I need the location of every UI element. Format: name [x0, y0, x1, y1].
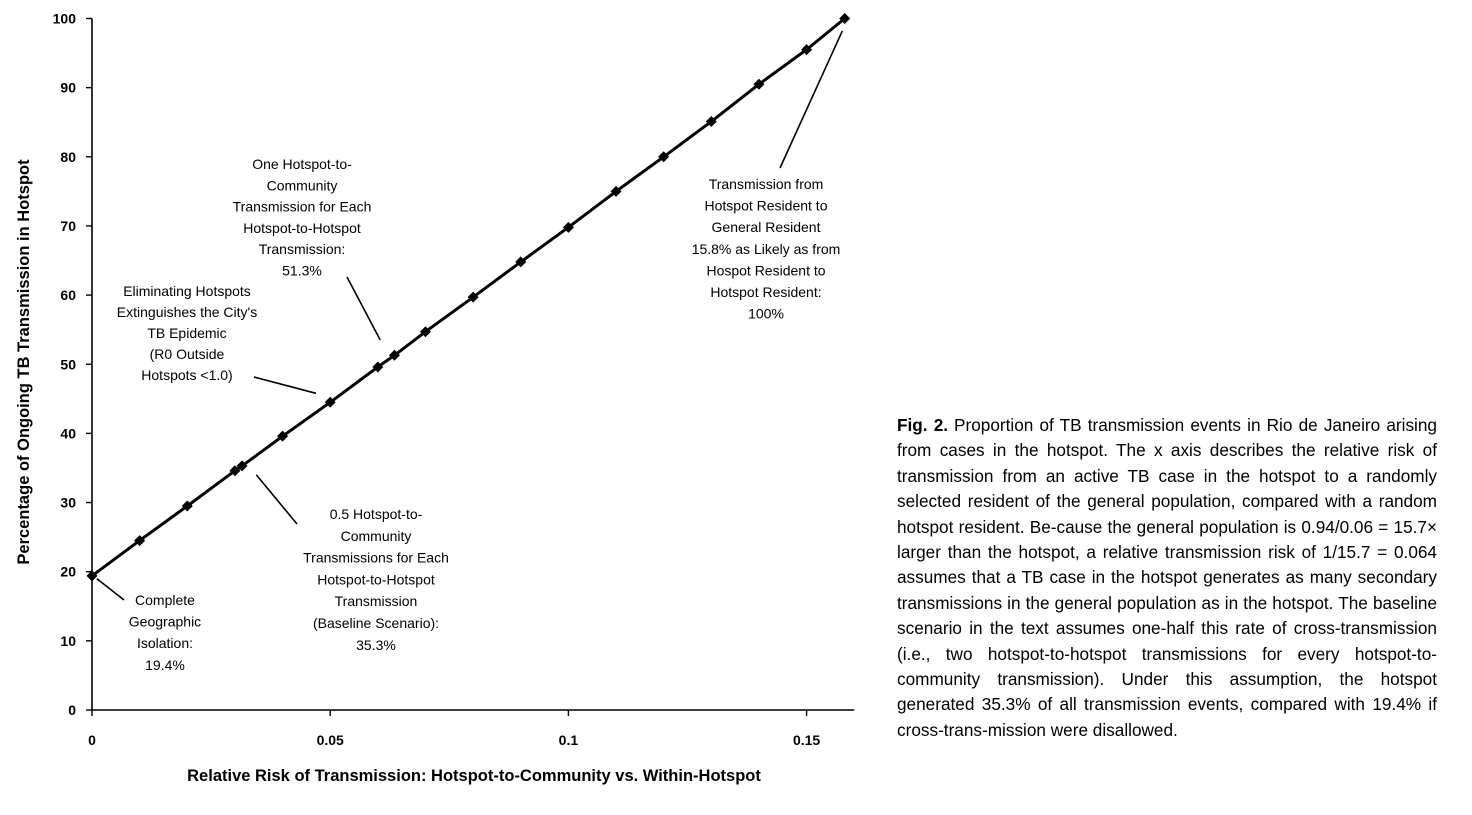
data-point-marker [515, 256, 527, 268]
x-tick-label: 0.1 [559, 732, 579, 748]
y-tick-label: 80 [60, 149, 76, 165]
y-tick-label: 50 [60, 356, 76, 372]
annotation-text-line: 19.4% [145, 657, 185, 673]
annotation-text-line: Hotspot-to-Hotspot [243, 220, 361, 236]
annotation-text-line: Transmission: [259, 241, 346, 257]
data-point-marker [610, 185, 622, 197]
data-point-marker [562, 221, 574, 233]
y-axis-title: Percentage of Ongoing TB Transmission in… [15, 159, 33, 565]
y-tick-label: 100 [53, 11, 77, 27]
data-point-marker [839, 13, 851, 24]
annotation-text-line: Transmissions for Each [303, 550, 449, 566]
annotation-text-line: Transmission [335, 593, 418, 609]
y-tick-label: 20 [60, 564, 76, 580]
annotation-text-line: Transmission from [709, 176, 824, 192]
data-point-marker [753, 78, 765, 90]
data-point-marker [389, 349, 401, 361]
data-point-marker [705, 116, 717, 128]
annotation-text-line: 51.3% [282, 263, 322, 279]
annotation-text-line: TB Epidemic [147, 325, 226, 341]
annotation-text-line: Hotspot Resident: [710, 284, 821, 300]
annotation-text-line: Hotspot-to-Hotspot [317, 571, 435, 587]
annotation-text-line: Community [341, 528, 412, 544]
annotation-text-line: 100% [748, 306, 784, 322]
data-point-marker [134, 535, 146, 547]
data-point-marker [419, 326, 431, 338]
y-tick-label: 30 [60, 495, 76, 511]
annotation-leader-line [346, 276, 381, 341]
annotation-text-line: One Hotspot-to- [252, 156, 352, 172]
annotation-text-line: Hospot Resident to [706, 262, 825, 278]
data-point-marker [277, 430, 289, 442]
annotation-leader-line [253, 376, 317, 395]
data-point-marker [467, 291, 479, 303]
data-point-marker [86, 570, 98, 582]
data-point-marker [229, 465, 241, 477]
annotation-leader-line [779, 30, 844, 169]
x-tick-label: 0.05 [317, 732, 344, 748]
figure-caption: Fig. 2.Proportion of TB transmission eve… [897, 413, 1437, 743]
annotation-text-line: 35.3% [356, 637, 396, 653]
y-tick-label: 0 [68, 702, 76, 718]
annotation-text-line: Hotspot Resident to [705, 198, 828, 214]
y-tick-label: 60 [60, 287, 76, 303]
annotation-text-line: (Baseline Scenario): [313, 615, 439, 631]
annotation-text-line: Isolation: [137, 635, 193, 651]
data-point-marker [372, 361, 384, 373]
annotation-text-line: 0.5 Hotspot-to- [330, 506, 423, 522]
x-tick-label: 0 [88, 732, 96, 748]
annotation-text-line: Extinguishes the City's [117, 304, 257, 320]
annotation-text-line: Geographic [129, 614, 201, 630]
annotation-text-line: Eliminating Hotspots [123, 283, 251, 299]
x-axis-title: Relative Risk of Transmission: Hotspot-t… [187, 767, 761, 785]
tick-labels: 0 10 20 30 40 50 60 70 80 90 100 0 0.05 0.1 0.15 [53, 11, 821, 749]
data-point-marker [658, 151, 670, 163]
y-tick-label: 70 [60, 218, 76, 234]
annotation-text-line: Complete [135, 592, 195, 608]
annotation-leader-line [255, 474, 298, 525]
data-point-marker [236, 460, 248, 472]
figure-label: Fig. 2. [897, 415, 949, 435]
x-tick-label: 0.15 [793, 732, 820, 748]
annotation-leader-line [96, 577, 125, 601]
data-series [86, 13, 851, 582]
annotation-text-line: Hotspots <1.0) [141, 367, 232, 383]
annotation-text-line: 15.8% as Likely as from [692, 241, 841, 257]
y-tick-label: 40 [60, 425, 76, 441]
data-point-marker [801, 44, 813, 56]
y-tick-label: 90 [60, 80, 76, 96]
annotation-text-line: Transmission for Each [233, 199, 372, 215]
annotation-text-line: General Resident [712, 219, 821, 235]
line-chart: 0 10 20 30 40 50 60 70 80 90 100 0 0.05 0.1 0.15 One H… [15, 11, 855, 785]
annotation-text-line: Community [267, 177, 338, 193]
data-point-marker [181, 500, 193, 512]
annotation-text-line: (R0 Outside [150, 346, 225, 362]
caption-text: Proportion of TB transmission events in … [897, 415, 1437, 740]
y-tick-label: 10 [60, 633, 76, 649]
data-point-marker [324, 396, 336, 408]
axes [86, 17, 855, 716]
